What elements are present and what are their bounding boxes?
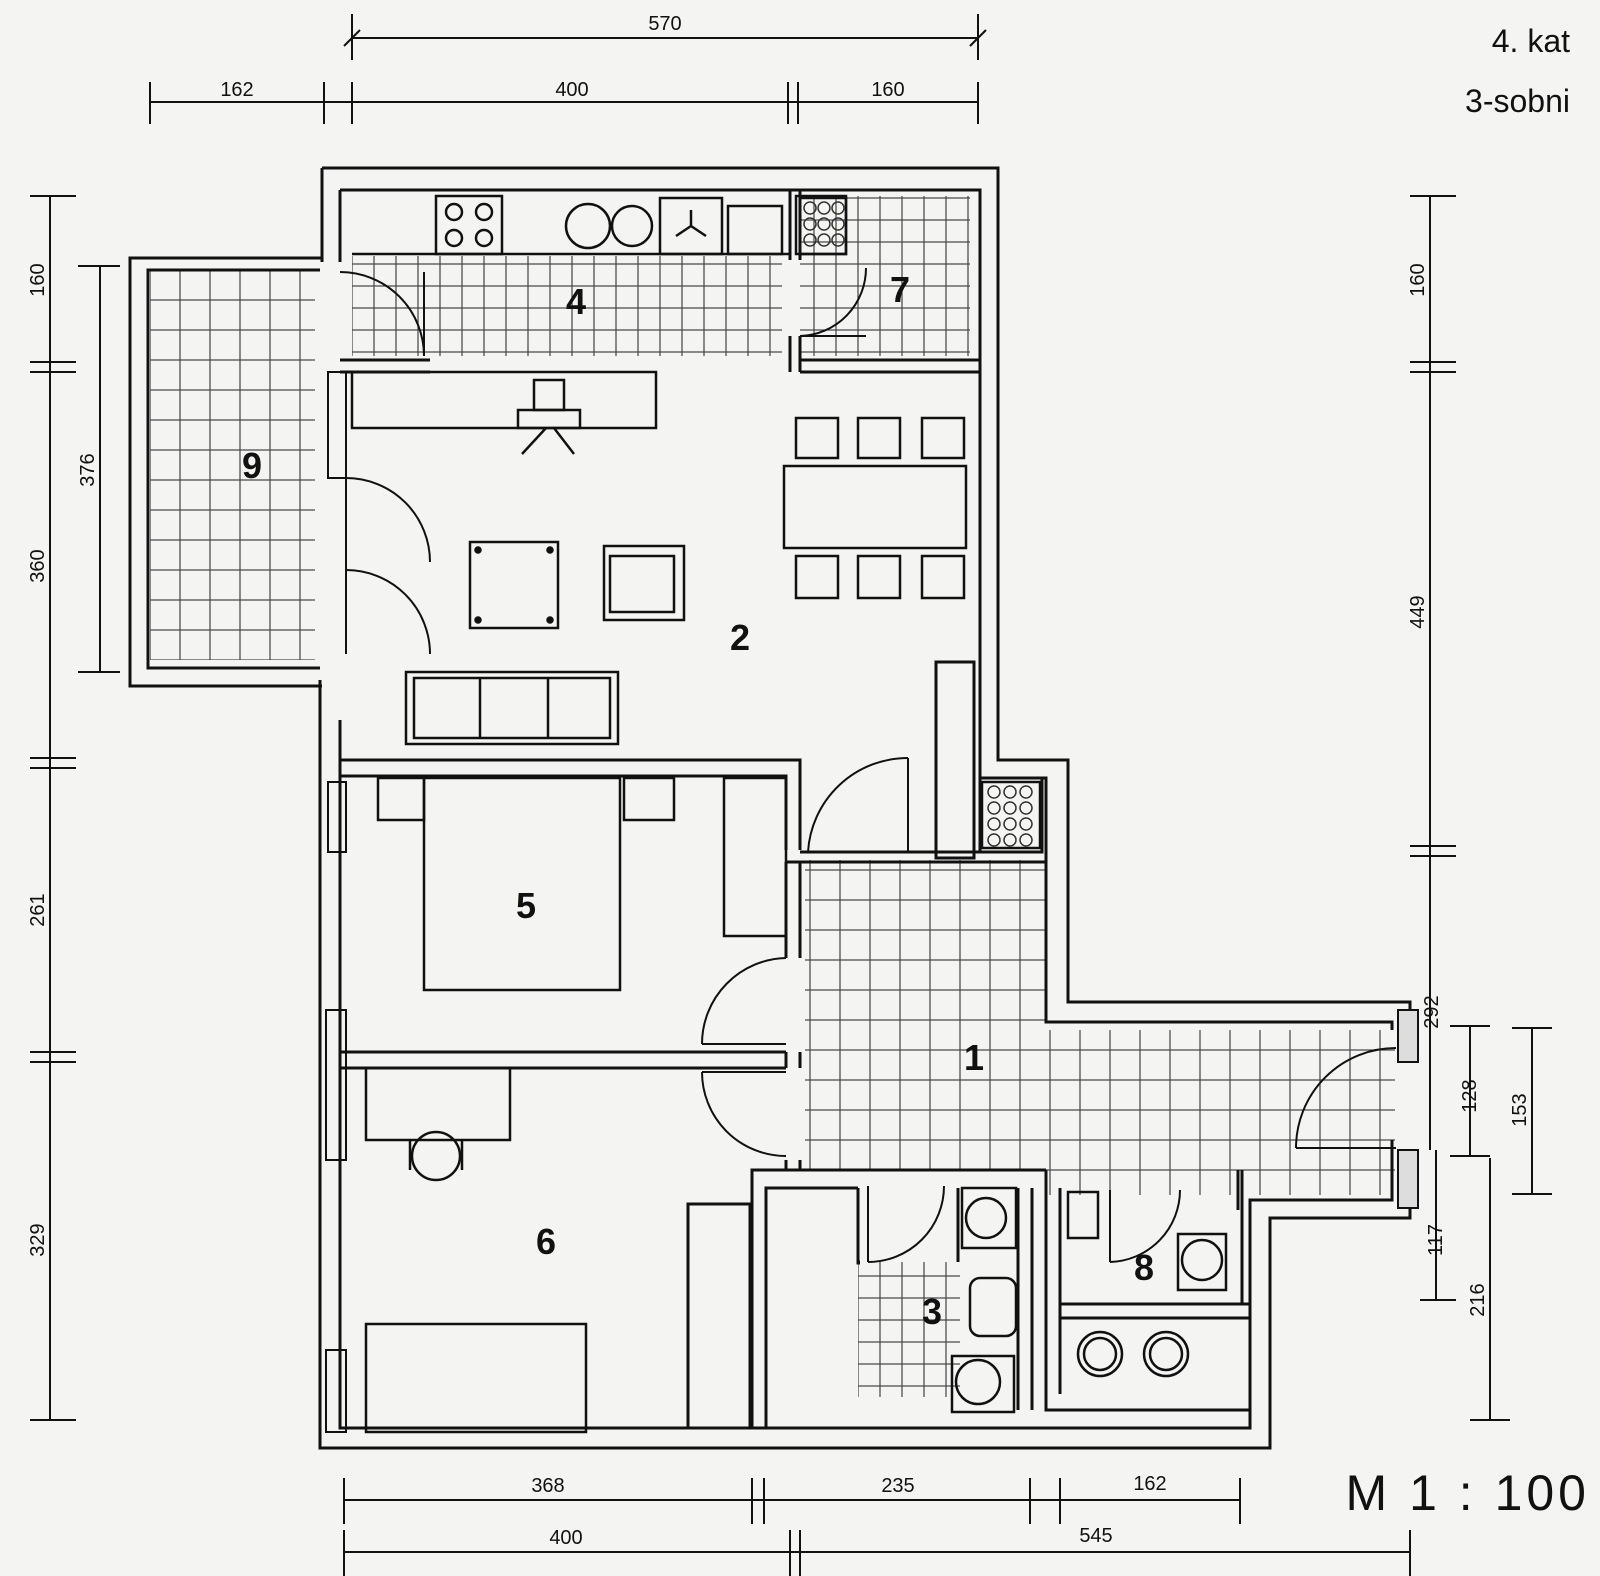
dim-right-117: 117 (1425, 1224, 1447, 1256)
dim-top-right: 160 (871, 79, 904, 101)
dim-left-living: 360 (27, 549, 49, 582)
washing-machine-icon (964, 1196, 1008, 1240)
dim-left-bedroom6: 329 (27, 1223, 49, 1256)
entrance-jambs (1397, 1009, 1419, 1209)
office-chair-icon (410, 1130, 462, 1182)
entry-tiles (1045, 1030, 1395, 1195)
balcony-outline (128, 256, 322, 688)
sink-icon (564, 202, 612, 250)
dim-left-kitchen: 160 (27, 263, 49, 296)
stove-icon (434, 194, 504, 256)
dim-right-128: 128 (1459, 1079, 1481, 1112)
room-number-9: 9 (242, 445, 262, 486)
left-windows (325, 371, 347, 1433)
dimension-lines (30, 14, 1552, 1576)
dim-right-kitchen: 160 (1407, 263, 1429, 296)
dim-right-292: 292 (1421, 995, 1443, 1028)
room-number-6: 6 (536, 1221, 556, 1262)
balcony-tiles (150, 270, 315, 660)
hall-tiles (805, 860, 1045, 1170)
dim-bottom-235: 235 (881, 1475, 914, 1497)
scale-label: M 1 : 100 (1346, 1465, 1590, 1521)
dim-bottom-162: 162 (1133, 1473, 1166, 1495)
double-sink-icon (1076, 1330, 1124, 1378)
floor-label: 4. kat (1492, 23, 1570, 59)
dim-left-bedroom5: 261 (27, 893, 49, 926)
room-number-5: 5 (516, 885, 536, 926)
dim-bottom-368: 368 (531, 1475, 564, 1497)
dim-right-living: 449 (1407, 595, 1429, 628)
interior-walls (340, 190, 1250, 1430)
dim-left-balcony: 376 (77, 453, 99, 486)
chair-icon (516, 408, 582, 430)
room-number-1: 1 (964, 1037, 984, 1078)
bathroom-tiles (858, 1262, 960, 1397)
dim-right-216: 216 (1467, 1283, 1489, 1316)
storage-7-tiles (800, 196, 970, 356)
room-number-7: 7 (890, 269, 910, 310)
dim-top-mid: 400 (555, 79, 588, 101)
fan-icon (658, 196, 724, 256)
room-number-3: 3 (922, 1291, 942, 1332)
dim-right-153: 153 (1509, 1093, 1531, 1126)
storage-pattern (803, 201, 1033, 847)
room-number-4: 4 (566, 281, 586, 322)
furniture (350, 194, 1228, 1434)
washbasin-icon (968, 1276, 1018, 1338)
doors (339, 267, 1397, 1263)
apartment-type-label: 3-sobni (1465, 83, 1570, 119)
dim-top-left: 162 (220, 79, 253, 101)
room-number-8: 8 (1134, 1247, 1154, 1288)
dim-bottom-400: 400 (549, 1527, 582, 1549)
dim-top-total: 570 (648, 13, 681, 35)
toilet-icon (954, 1358, 1002, 1406)
room-number-2: 2 (730, 617, 750, 658)
dim-bottom-545: 545 (1079, 1525, 1112, 1547)
